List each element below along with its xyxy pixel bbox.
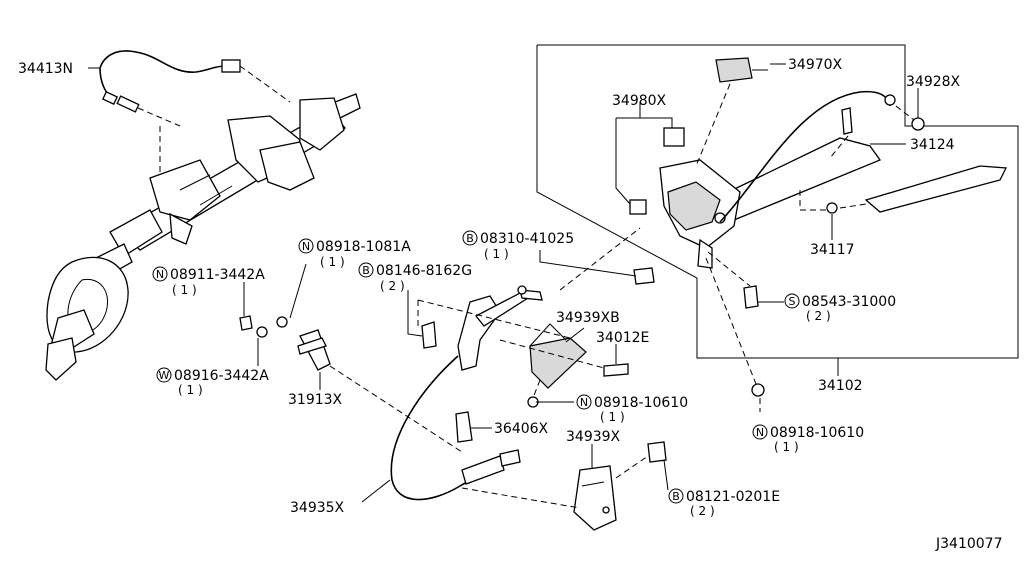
prefix-circle <box>152 266 168 282</box>
part-labels: 34413N 34970X 34928X 34980X 34124 34117 … <box>18 57 1002 552</box>
fastener-qty: ( 2 ) <box>806 309 831 323</box>
fastener-prefix: B <box>672 490 680 503</box>
label-34102: 34102 <box>818 378 863 394</box>
steering-column <box>45 93 361 381</box>
prefix-circle <box>358 262 374 278</box>
label-34935X: 34935X <box>290 500 345 516</box>
fastener-qty: ( 2 ) <box>380 279 405 293</box>
label-34012E: 34012E <box>596 330 649 346</box>
prefix-circle <box>576 394 592 410</box>
label-34970X: 34970X <box>788 57 843 73</box>
fastener-prefix: B <box>362 264 370 277</box>
fastener-number: 08543-31000 <box>802 294 896 310</box>
label-34939XB: 34939XB <box>556 310 620 326</box>
fastener-number: 08916-3442A <box>174 368 269 384</box>
fastener-prefix: B <box>466 232 474 245</box>
fastener-qty: ( 1 ) <box>774 440 799 454</box>
prefix-circle <box>668 488 684 504</box>
label-36406X: 36406X <box>494 421 549 437</box>
fastener-qty: ( 1 ) <box>600 410 625 424</box>
fastener-prefix: N <box>302 240 310 253</box>
label-34980X: 34980X <box>612 93 667 109</box>
fastener-prefix: N <box>756 426 764 439</box>
prefix-circle <box>462 230 478 246</box>
footer-code: J3410077 <box>935 536 1002 552</box>
fastener-qty: ( 1 ) <box>172 283 197 297</box>
center-parts <box>239 227 667 531</box>
fastener-number: 08918-10610 <box>594 395 688 411</box>
label-34939X: 34939X <box>566 429 621 445</box>
prefix-circle <box>298 238 314 254</box>
fastener-qty: ( 2 ) <box>690 504 715 518</box>
label-34117: 34117 <box>810 242 855 258</box>
fastener-number: 08911-3442A <box>170 267 265 283</box>
fastener-qty: ( 1 ) <box>320 255 345 269</box>
fastener-number: 08310-41025 <box>480 231 574 247</box>
prefix-circle <box>784 293 800 309</box>
label-34124: 34124 <box>910 137 955 153</box>
fastener-prefix: N <box>156 268 164 281</box>
harness-34413N <box>99 50 291 172</box>
fastener-number: 08146-8162G <box>376 263 472 279</box>
fastener-number: 08918-1081A <box>316 239 411 255</box>
fastener-qty: ( 1 ) <box>484 247 509 261</box>
fastener-number: 08918-10610 <box>770 425 864 441</box>
right-assembly <box>629 57 1008 412</box>
assembly-frame <box>536 44 1019 359</box>
prefix-circle <box>752 424 768 440</box>
fastener-prefix: S <box>789 295 796 308</box>
leader-lines <box>88 63 919 503</box>
prefix-circle <box>156 367 172 383</box>
fastener-prefix: W <box>159 369 170 382</box>
fastener-prefix: N <box>580 396 588 409</box>
label-34413N: 34413N <box>18 61 73 77</box>
fastener-qty: ( 1 ) <box>178 383 203 397</box>
label-34928X: 34928X <box>906 74 961 90</box>
fastener-number: 08121-0201E <box>686 489 780 505</box>
label-31913X: 31913X <box>288 392 343 408</box>
fastener-labels: N 08918-1081A ( 1 ) B 08310-41025 ( 1 ) … <box>152 230 896 518</box>
